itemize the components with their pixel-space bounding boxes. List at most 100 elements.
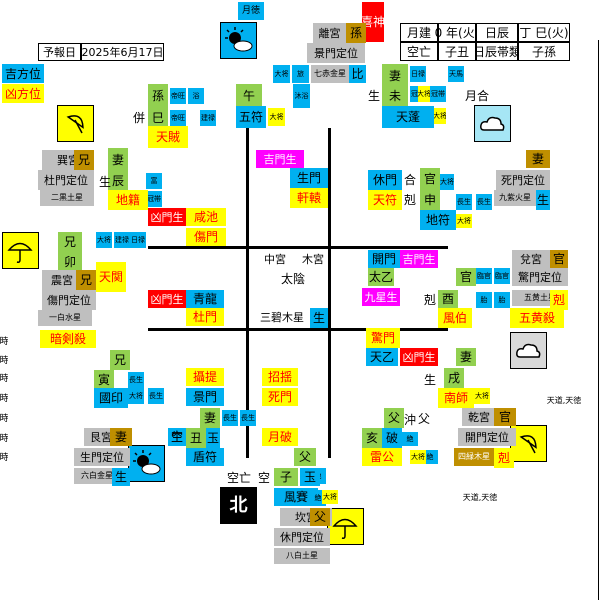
palace-tile: 戌 xyxy=(444,368,464,388)
palace-tile: 開門定位 xyxy=(458,428,516,446)
palace-tile: 生門 xyxy=(290,168,328,188)
palace-label: 剋 xyxy=(403,193,416,207)
palace-tile: 國印 xyxy=(94,388,128,408)
north-compass: 北 xyxy=(220,487,257,524)
info-cell: 子孫 xyxy=(518,42,570,61)
report-label: 予報日 xyxy=(38,43,81,61)
palace-tile: 午 xyxy=(236,84,262,108)
palace-label: 生 xyxy=(423,373,436,387)
cloud-icon xyxy=(510,332,547,369)
palace-tile: 乾宮 xyxy=(462,408,496,426)
palace-tile: 青龍 xyxy=(186,290,224,308)
palace-tile: 震宮 xyxy=(42,270,82,290)
cloud-icon xyxy=(474,105,511,142)
umbrella-icon xyxy=(2,232,39,269)
palace-tile: 地籍 xyxy=(108,190,148,210)
legend-lucky: 吉方位 xyxy=(2,64,44,83)
palace-tile: 二黒土星 xyxy=(40,190,94,206)
palace-label: 空 xyxy=(257,471,270,485)
grid-line-h1 xyxy=(148,246,448,249)
palace-tile: 凶門生 xyxy=(148,208,186,226)
sun-cloud-icon xyxy=(128,445,165,482)
palace-label: 太陰 xyxy=(280,272,305,286)
grid-line-h2 xyxy=(148,328,448,331)
palace-tile: 官 xyxy=(550,250,568,268)
info-table: 月建 0 年(火) 日辰 丁 巳(火) 空亡 子丑 日辰帯類 子孫 xyxy=(400,23,570,61)
palace-tile: 孫 xyxy=(346,23,366,43)
palace-tile: 建禄 xyxy=(114,232,130,248)
palace-tile: 臨官 xyxy=(494,268,510,284)
palace-tile: 生 xyxy=(310,308,328,328)
palace-tile: 雷公 xyxy=(362,448,402,466)
palace-tile: 吉門生 xyxy=(400,250,438,268)
palace-tile: 父 xyxy=(294,448,316,466)
palace-tile: 生 xyxy=(168,428,186,446)
palace-tile: 妻 xyxy=(108,148,128,172)
palace-tile: 風賽 xyxy=(274,488,318,506)
palace-tile: 傷門 xyxy=(186,228,226,246)
report-date: 2025年6月17日 xyxy=(81,43,164,61)
info-cell: 0 年(火) xyxy=(435,23,479,42)
umbrella-icon xyxy=(57,105,94,142)
grid-line-v1 xyxy=(246,128,249,458)
palace-tile: 艮宮 xyxy=(84,428,118,446)
palace-tile: 軒轅 xyxy=(290,188,328,208)
sun-cloud-icon xyxy=(220,22,257,59)
palace-tile: 妻 xyxy=(110,428,132,446)
palace-tile: 天馬 xyxy=(448,66,464,82)
palace-tile: 父 xyxy=(384,408,404,428)
side-mark: 時 xyxy=(0,336,8,347)
palace-tile: 休門定位 xyxy=(274,528,330,546)
palace-tile: 地符 xyxy=(420,210,456,230)
palace-tile: 吉門生 xyxy=(256,150,304,168)
palace-label: 天道,天徳 xyxy=(462,493,498,502)
info-cell: 日辰 xyxy=(476,23,518,42)
info-cell: 丁 巳(火) xyxy=(518,23,570,42)
grid-line-v2 xyxy=(328,128,331,458)
palace-tile: 太乙 xyxy=(368,268,394,286)
side-mark: 時 xyxy=(0,452,8,463)
palace-tile: 帝旺 xyxy=(170,110,186,126)
palace-tile: 合 xyxy=(402,170,418,190)
palace-label: 生 xyxy=(367,89,380,103)
palace-tile: 咸池 xyxy=(186,208,226,226)
palace-tile: 胎 xyxy=(494,292,510,308)
palace-label: 木宮 xyxy=(302,252,324,266)
palace-tile: 長生 xyxy=(476,194,492,210)
palace-tile: 景門定位 xyxy=(307,43,365,63)
palace-label: 剋 xyxy=(423,293,436,307)
palace-tile: 天賊 xyxy=(148,126,188,148)
palace-tile: 六白金星 xyxy=(74,468,120,484)
palace-tile: 風伯 xyxy=(438,308,472,328)
palace-tile: 九紫火星 xyxy=(494,190,536,206)
palace-tile: 九星生 xyxy=(362,288,400,306)
palace-label: 中宮 xyxy=(264,252,286,266)
palace-tile: 帝旺 xyxy=(170,88,186,104)
palace-tile: 剋 xyxy=(550,290,568,310)
palace-tile: 冠帯 xyxy=(430,86,446,102)
palace-label: 併 xyxy=(132,111,145,125)
palace-tile: 盾符 xyxy=(186,448,224,466)
info-cell: 月建 xyxy=(400,23,438,42)
palace-tile: 天乙 xyxy=(366,348,398,366)
palace-tile: 酉 xyxy=(438,290,458,308)
palace-tile: 玉 xyxy=(300,468,320,486)
palace-tile: 父 xyxy=(310,508,330,526)
side-mark: 時 xyxy=(0,393,8,404)
palace-label: 空亡 xyxy=(226,471,251,485)
palace-tile: 生 xyxy=(536,190,550,210)
palace-tile: 生 xyxy=(112,468,130,486)
palace-tile: 月破 xyxy=(262,428,298,446)
palace-tile: 大将 xyxy=(440,174,454,190)
side-mark: 時 xyxy=(0,433,8,444)
palace-tile: 三碧木星 xyxy=(256,308,308,326)
palace-tile: 攝提 xyxy=(186,368,224,386)
palace-tile: 死門定位 xyxy=(496,170,550,190)
palace-tile: 七赤金星 xyxy=(311,65,349,83)
palace-tile: 招揺 xyxy=(262,368,298,386)
palace-tile: 兄 xyxy=(110,350,130,370)
palace-tile: 冠帯 xyxy=(146,191,162,207)
palace-tile: 暗剣殺 xyxy=(40,330,96,348)
palace-tile: 驚門 xyxy=(366,328,400,348)
